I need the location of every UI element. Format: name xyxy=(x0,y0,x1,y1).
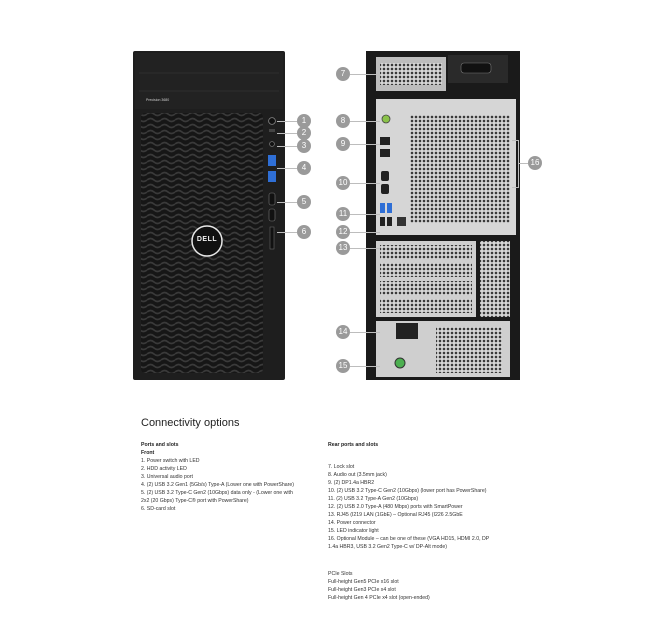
rear-tower-image xyxy=(366,51,520,380)
front-heading: Front xyxy=(141,450,155,456)
model-label: Precision 3680 xyxy=(146,98,170,102)
list-item: 1.4a HBR3, USB 3.2 Gen2 Type-C w/ DP-Alt… xyxy=(328,544,447,550)
list-item: PCIe Slots xyxy=(328,571,353,577)
list-item: 9. (2) DP1.4a HBR2 xyxy=(328,480,375,486)
pcie-slots-list: PCIe Slots Full-height Gen5 PCIe x16 slo… xyxy=(328,570,430,602)
callout-4: 4 xyxy=(297,161,311,175)
list-item: Full-height Gen5 PCIe x16 slot xyxy=(328,579,399,585)
list-item: 2x2 (20 Gbps) Type-C® port with PowerSha… xyxy=(141,498,249,504)
leader-line xyxy=(518,163,528,164)
list-item: 6. SD-card slot xyxy=(141,506,176,512)
list-item: 5. (2) USB 3.2 Type-C Gen2 (10Gbps) data… xyxy=(141,490,293,496)
callout-14: 14 xyxy=(336,325,350,339)
leader-line xyxy=(350,183,380,184)
list-item: 16. Optional Module – can be one of thes… xyxy=(328,536,490,542)
callout-10: 10 xyxy=(336,176,350,190)
callout-3: 3 xyxy=(297,139,311,153)
leader-line xyxy=(277,133,297,134)
list-item: 8. Audio out (3.5mm jack) xyxy=(328,472,387,478)
list-item: Full-height Gen 4 PCIe x4 slot (open-end… xyxy=(328,595,430,601)
list-item: 13. RJ45 (I219 LAN (1GbE) – Optional RJ4… xyxy=(328,512,463,518)
rear-heading: Rear ports and slots xyxy=(328,442,379,448)
leader-line xyxy=(277,121,297,122)
list-item: 14. Power connector xyxy=(328,520,376,526)
leader-line xyxy=(350,332,380,333)
front-ports-list: 1. Power switch with LED 2. HDD activity… xyxy=(141,457,294,513)
leader-line xyxy=(350,144,380,145)
callout-1: 1 xyxy=(297,114,311,128)
list-item: 2. HDD activity LED xyxy=(141,466,187,472)
list-item: 7. Lock slot xyxy=(328,464,355,470)
callout-2: 2 xyxy=(297,126,311,140)
leader-line xyxy=(277,146,297,147)
leader-line xyxy=(277,168,297,169)
leader-line xyxy=(350,248,380,249)
callout-13: 13 xyxy=(336,241,350,255)
ports-heading: Ports and slots xyxy=(141,442,179,448)
callout-12: 12 xyxy=(336,225,350,239)
callout-9: 9 xyxy=(336,137,350,151)
callout-11: 11 xyxy=(336,207,350,221)
list-item: Full-height Gen3 PCIe x4 slot xyxy=(328,587,396,593)
leader-line xyxy=(350,232,380,233)
front-tower-image: Precision 3680 DELL xyxy=(133,51,285,380)
leader-line xyxy=(277,232,297,233)
callout-16: 16 xyxy=(528,156,542,170)
callout-15: 15 xyxy=(336,359,350,373)
callout-7: 7 xyxy=(336,67,350,81)
bracket-line xyxy=(512,140,519,188)
rear-ports-list: 7. Lock slot 8. Audio out (3.5mm jack) 9… xyxy=(328,463,489,551)
list-item: 12. (2) USB 2.0 Type-A (480 Mbps) ports … xyxy=(328,504,463,510)
section-title: Connectivity options xyxy=(141,417,240,429)
list-item: 4. (2) USB 3.2 Gen1 (5Gb/s) Type-A (Lowe… xyxy=(141,482,295,488)
leader-line xyxy=(350,74,380,75)
dell-logo: DELL xyxy=(196,236,218,243)
leader-line xyxy=(277,202,297,203)
rear-tower-svg xyxy=(366,51,520,380)
callout-8: 8 xyxy=(336,114,350,128)
list-item: 1. Power switch with LED xyxy=(141,458,200,464)
leader-line xyxy=(350,214,380,215)
callout-5: 5 xyxy=(297,195,311,209)
callout-6: 6 xyxy=(297,225,311,239)
leader-line xyxy=(350,121,380,122)
front-tower-svg xyxy=(133,51,285,380)
list-item: 11. (2) USB 3.2 Type-A Gen2 (10Gbps) xyxy=(328,496,419,502)
leader-line xyxy=(350,366,380,367)
list-item: 3. Universal audio port xyxy=(141,474,193,480)
list-item: 10. (2) USB 3.2 Type-C Gen2 (10Gbps) (lo… xyxy=(328,488,487,494)
list-item: 15. LED indicator light xyxy=(328,528,379,534)
